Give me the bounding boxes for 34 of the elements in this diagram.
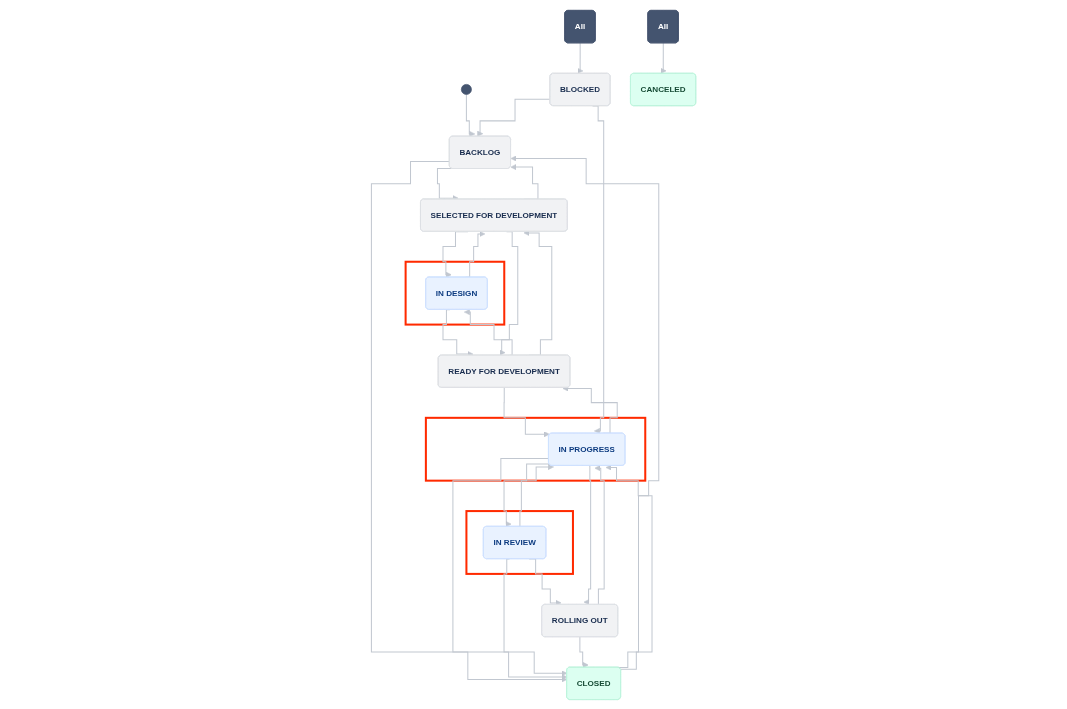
arrow	[605, 464, 653, 670]
arrow	[660, 42, 667, 74]
status-box: IN DESIGN	[425, 276, 488, 310]
status-box: ROLLING OUT	[541, 603, 618, 637]
arrow	[465, 93, 476, 137]
arrow	[499, 230, 519, 356]
arrow	[510, 163, 539, 200]
arrow	[591, 105, 605, 434]
status-box: READY FOR DEVELOPMENT	[437, 354, 571, 388]
arrow	[592, 464, 605, 605]
arrow	[579, 636, 589, 668]
status-box: CLOSED	[566, 666, 621, 700]
arrow	[477, 98, 551, 137]
arrow	[523, 229, 553, 356]
start-circle	[460, 83, 472, 95]
arrow	[577, 42, 584, 74]
arrow	[503, 386, 550, 437]
arrow	[370, 160, 568, 682]
status-box: BACKLOG	[448, 135, 511, 169]
arrow	[503, 558, 568, 676]
all-badge: All	[564, 9, 596, 43]
status-box: CANCELED	[630, 72, 696, 106]
status-box: IN PROGRESS	[548, 432, 626, 466]
arrow	[463, 308, 513, 356]
status-box: BLOCKED	[549, 72, 611, 106]
arrow	[503, 462, 550, 527]
all-badge: All	[647, 9, 679, 43]
status-box: IN REVIEW	[482, 525, 547, 559]
arrow	[583, 464, 592, 605]
arrow	[510, 155, 660, 668]
arrow	[452, 457, 568, 680]
arrow	[517, 463, 554, 527]
arrow	[562, 385, 618, 434]
status-box: SELECTED FOR DEVELOPMENT	[420, 198, 568, 232]
